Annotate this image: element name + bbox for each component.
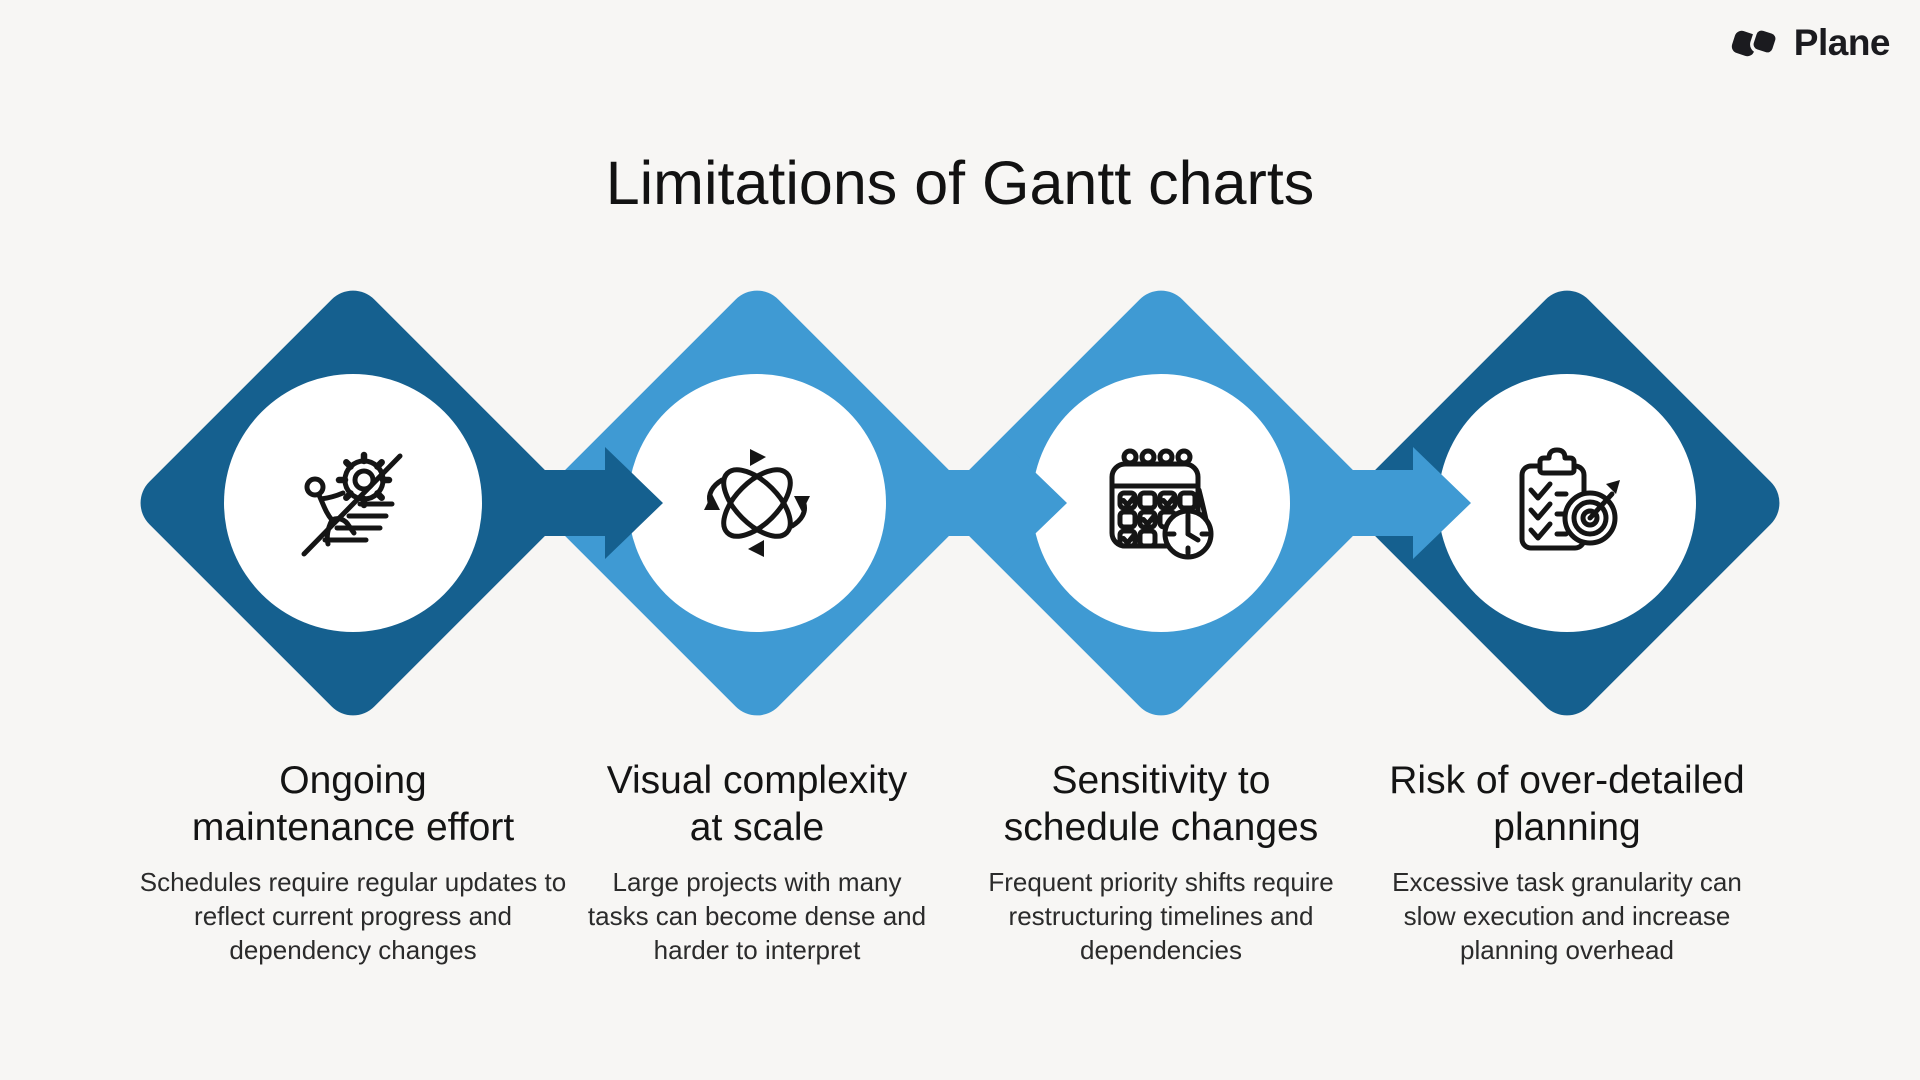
caption-complexity: Visual complexity at scale Large project…	[522, 757, 992, 967]
complexity-knot-icon	[692, 438, 822, 568]
arrow-right-icon	[1311, 447, 1471, 559]
caption-description: Excessive task granularity can slow exec…	[1392, 867, 1742, 965]
calendar-clock-icon	[1096, 438, 1226, 568]
caption-maintenance: Ongoing maintenance effort Schedules req…	[118, 757, 588, 967]
plane-logo-icon	[1731, 27, 1779, 57]
caption-heading-line: Risk of over-detailed	[1389, 759, 1745, 802]
caption-description: Frequent priority shifts require restruc…	[988, 867, 1334, 965]
maintenance-climb-gear-icon	[288, 438, 418, 568]
plane-logo: Plane	[1729, 22, 1891, 64]
caption-heading-line: at scale	[689, 806, 825, 849]
plane-logo-text: Plane	[1793, 22, 1891, 63]
caption-heading-line: planning	[1493, 806, 1641, 849]
caption-heading-line: schedule changes	[1003, 806, 1319, 849]
caption-heading-line: Sensitivity to	[1051, 759, 1271, 802]
caption-heading-line: maintenance effort	[191, 806, 515, 849]
caption-heading-line: Visual complexity	[606, 759, 908, 802]
caption-sensitivity: Sensitivity to schedule changes Frequent…	[926, 757, 1396, 967]
caption-overdetailed: Risk of over-detailed planning Excessive…	[1332, 757, 1802, 967]
caption-heading-line: Ongoing	[279, 759, 427, 802]
caption-description: Large projects with many tasks can becom…	[587, 867, 927, 965]
arrow-right-icon	[907, 447, 1067, 559]
caption-description: Schedules require regular updates to ref…	[139, 867, 567, 965]
arrow-right-icon	[503, 447, 663, 559]
icon-circle-2	[628, 374, 886, 632]
page-title: Limitations of Gantt charts	[605, 149, 1315, 217]
clipboard-target-icon	[1502, 438, 1632, 568]
